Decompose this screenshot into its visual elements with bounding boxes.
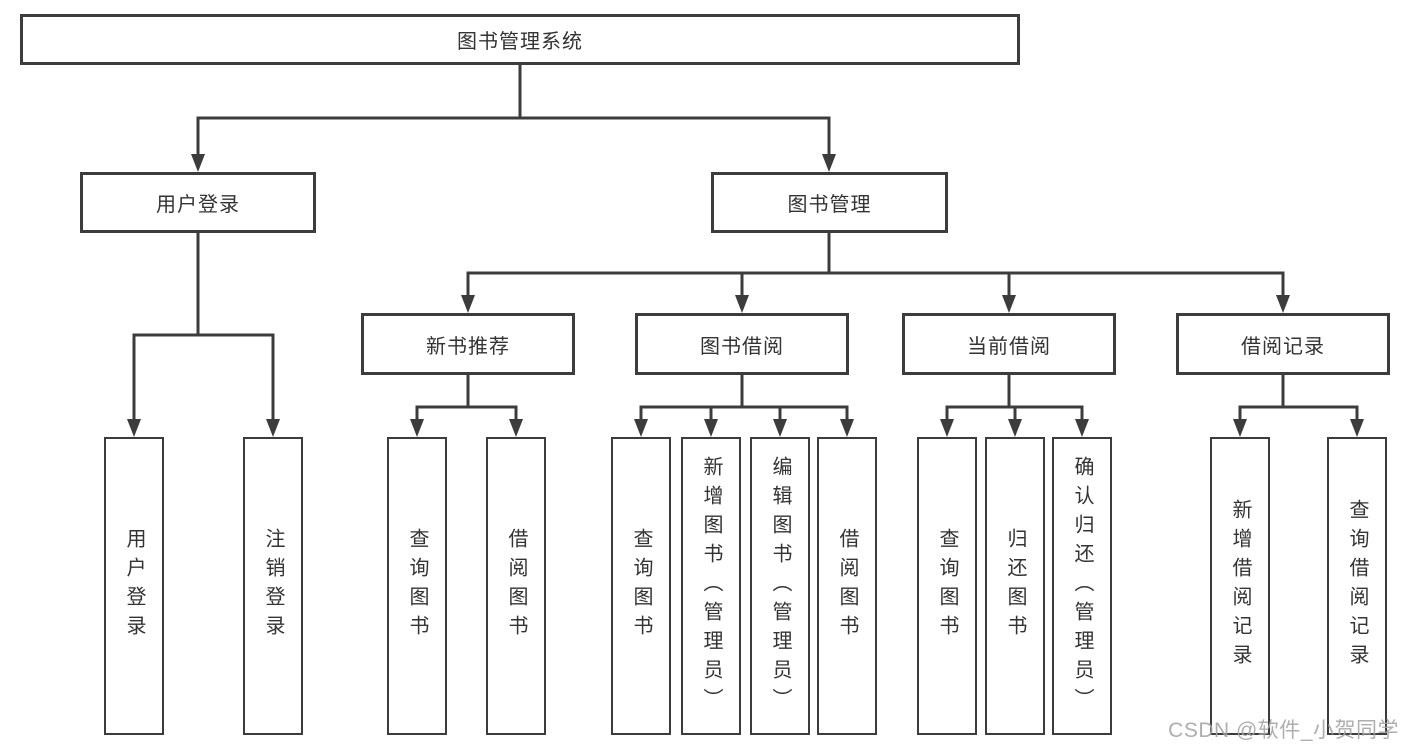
leaf-label: 查询图书 bbox=[936, 528, 958, 644]
node-label: 新书推荐 bbox=[426, 335, 510, 358]
leaf-add-book-admin: 新增图书（管理员） bbox=[681, 437, 741, 735]
leaf-user-login: 用户登录 bbox=[104, 437, 164, 735]
leaf-label: 新增图书（管理员） bbox=[700, 455, 722, 717]
node-label: 当前借阅 bbox=[967, 335, 1051, 358]
leaf-query-books-borrowing: 查询图书 bbox=[611, 437, 671, 735]
leaf-query-books-recommend: 查询图书 bbox=[387, 437, 447, 735]
leaf-logout: 注销登录 bbox=[243, 437, 303, 735]
leaf-label: 编辑图书（管理员） bbox=[769, 455, 791, 717]
leaf-return-books: 归还图书 bbox=[985, 437, 1045, 735]
node-current-borrowing: 当前借阅 bbox=[902, 313, 1116, 375]
node-user-login: 用户登录 bbox=[80, 172, 316, 233]
leaf-label: 用户登录 bbox=[123, 528, 145, 644]
leaf-label: 新增借阅记录 bbox=[1229, 499, 1251, 673]
node-label: 图书管理 bbox=[787, 194, 872, 216]
leaf-borrow-books-recommend: 借阅图书 bbox=[486, 437, 546, 735]
leaf-label: 借阅图书 bbox=[836, 528, 858, 644]
leaf-label: 查询图书 bbox=[630, 528, 652, 644]
node-new-book-recommendation: 新书推荐 bbox=[361, 313, 575, 375]
node-book-management: 图书管理 bbox=[711, 172, 948, 233]
node-label: 用户登录 bbox=[156, 194, 240, 216]
arrowheads bbox=[127, 154, 1364, 437]
node-book-borrowing: 图书借阅 bbox=[635, 313, 849, 375]
node-label: 借阅记录 bbox=[1241, 335, 1325, 358]
leaf-label: 注销登录 bbox=[262, 528, 284, 644]
leaf-edit-book-admin: 编辑图书（管理员） bbox=[750, 437, 810, 735]
leaf-label: 归还图书 bbox=[1004, 528, 1026, 644]
leaf-query-books-current: 查询图书 bbox=[917, 437, 977, 735]
node-borrowing-records: 借阅记录 bbox=[1176, 313, 1390, 375]
leaf-query-borrow-record: 查询借阅记录 bbox=[1327, 437, 1387, 735]
node-label: 图书借阅 bbox=[700, 335, 784, 358]
leaf-label: 查询图书 bbox=[406, 528, 428, 644]
leaf-borrow-books-borrowing: 借阅图书 bbox=[817, 437, 877, 735]
node-label: 图书管理系统 bbox=[457, 31, 583, 53]
leaf-label: 确认归还（管理员） bbox=[1071, 455, 1093, 717]
leaf-confirm-return-admin: 确认归还（管理员） bbox=[1052, 437, 1112, 735]
watermark-csdn: CSDN @软件_小贺同学 bbox=[1168, 719, 1399, 742]
leaf-label: 借阅图书 bbox=[505, 528, 527, 644]
leaf-add-borrow-record: 新增借阅记录 bbox=[1210, 437, 1270, 735]
node-library-system: 图书管理系统 bbox=[20, 14, 1020, 65]
leaf-label: 查询借阅记录 bbox=[1346, 499, 1368, 673]
